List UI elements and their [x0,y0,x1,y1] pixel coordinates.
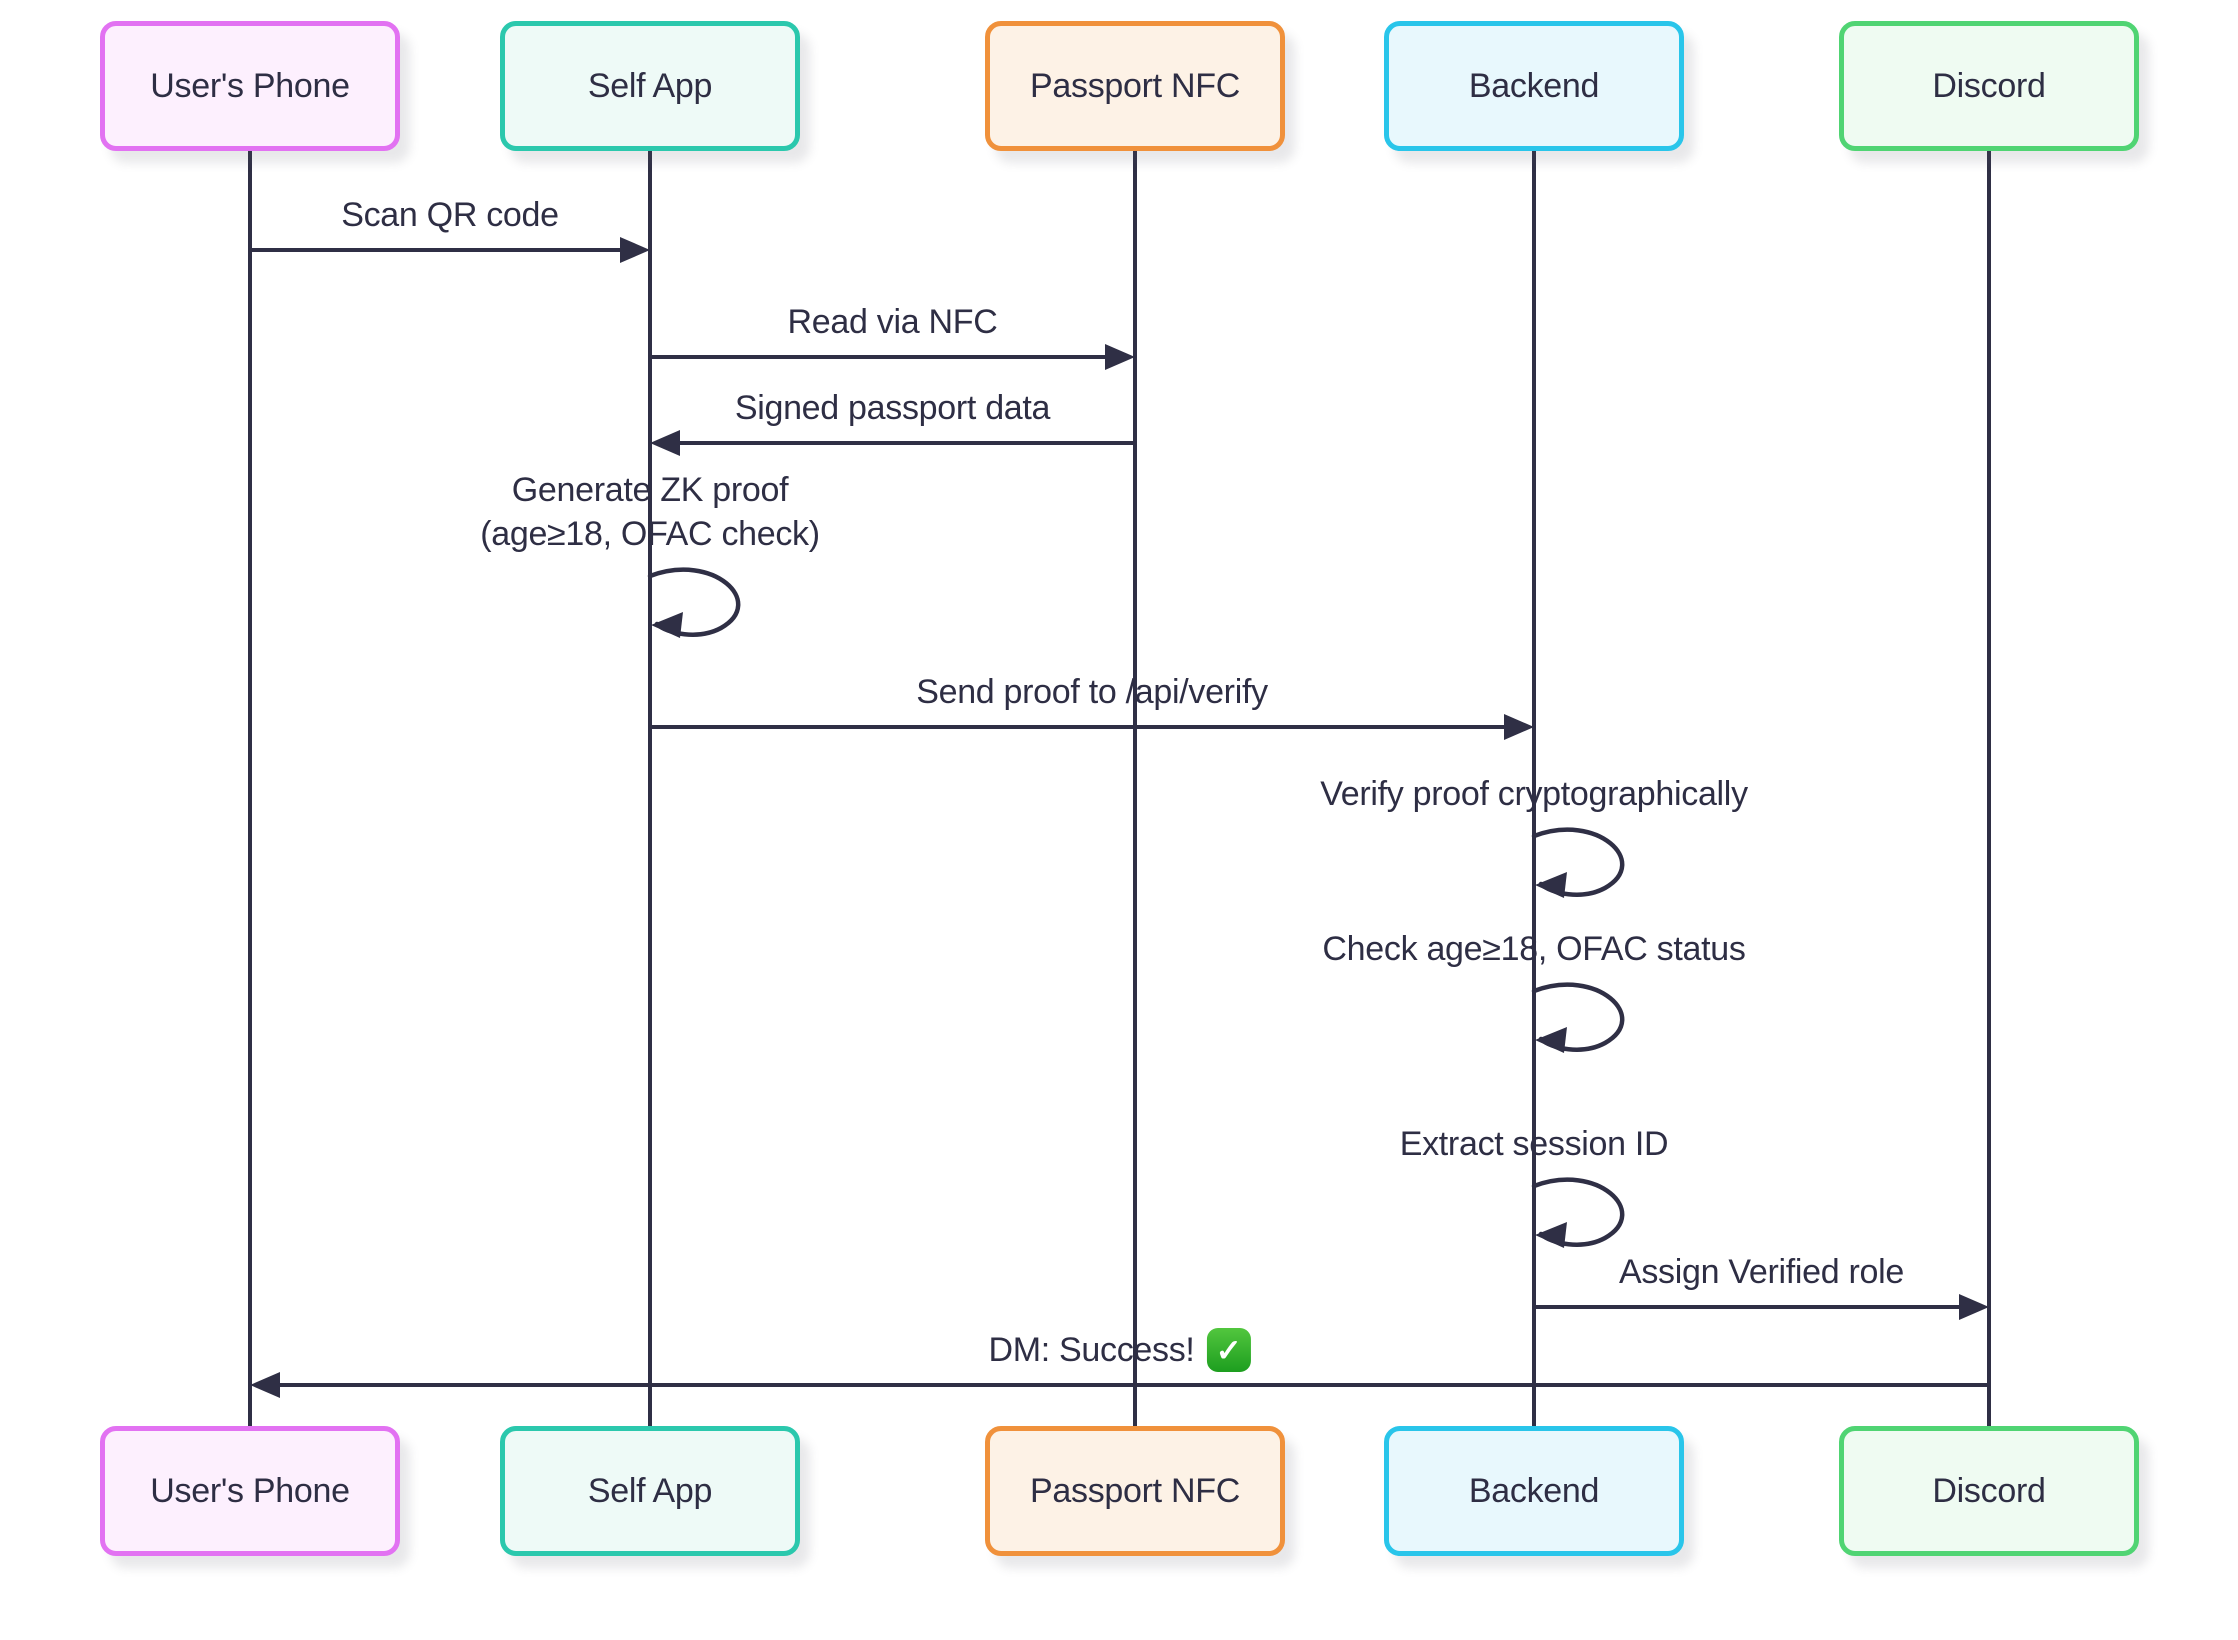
self-message-label-7: Extract session ID [1399,1125,1669,1163]
lifeline-self-app [648,145,652,1432]
actor-box-bottom-backend: Backend [1384,1426,1684,1556]
actor-box-bottom-self-app: Self App [500,1426,800,1556]
actor-label-users-phone: User's Phone [150,66,350,105]
self-message-label-5: Verify proof cryptographically [1320,775,1748,813]
message-label-9: DM: Success! ✓ [988,1328,1251,1372]
lifeline-backend [1532,145,1536,1432]
actor-label-users-phone: User's Phone [150,1471,350,1510]
actor-label-passport-nfc: Passport NFC [1030,66,1240,105]
message-arrowhead-1 [1105,344,1135,370]
actor-box-top-discord: Discord [1839,21,2139,151]
message-text-2: Signed passport data [734,389,1051,427]
message-arrowhead-2 [650,430,680,456]
self-loop-arrow-7 [1531,1177,1625,1248]
actor-label-passport-nfc: Passport NFC [1030,1471,1240,1510]
actor-box-top-users-phone: User's Phone [100,21,400,151]
lifeline-passport-nfc [1133,145,1137,1432]
actor-label-self-app: Self App [587,1471,713,1510]
message-text-4: Send proof to /api/verify [916,673,1268,711]
self-message-label-3: Generate ZK proof (age≥18, OFAC check) [480,471,820,553]
self-loop-arrow-3 [647,567,741,638]
actor-box-top-self-app: Self App [500,21,800,151]
message-label-8: Assign Verified role [1619,1250,1904,1294]
actor-label-self-app: Self App [587,66,713,105]
actor-label-backend: Backend [1468,1471,1600,1510]
message-arrowhead-8 [1959,1294,1989,1320]
check-emoji-badge: ✓ [1206,1328,1251,1372]
message-arrowhead-9 [250,1372,280,1398]
message-arrowhead-0 [620,237,650,263]
actor-label-discord: Discord [1932,66,2046,105]
message-arrow-line-8 [1534,1305,1963,1309]
actor-box-bottom-discord: Discord [1839,1426,2139,1556]
message-text-0: Scan QR code [341,196,559,234]
self-message-label-6: Check age≥18, OFAC status [1322,930,1746,968]
message-arrow-line-4 [650,725,1508,729]
message-label-0: Scan QR code [341,193,559,237]
message-arrow-line-9 [276,1383,1989,1387]
message-label-1: Read via NFC [788,300,998,344]
message-text-8: Assign Verified role [1618,1253,1905,1291]
self-loop-arrow-6 [1531,982,1625,1053]
message-arrow-line-0 [250,248,624,252]
actor-box-bottom-passport-nfc: Passport NFC [985,1426,1285,1556]
message-label-4: Send proof to /api/verify [916,670,1268,714]
message-text-1: Read via NFC [787,303,998,341]
message-arrow-line-2 [676,441,1135,445]
message-arrowhead-4 [1504,714,1534,740]
message-arrow-line-1 [650,355,1109,359]
actor-box-top-passport-nfc: Passport NFC [985,21,1285,151]
actor-label-discord: Discord [1932,1471,2046,1510]
actor-box-bottom-users-phone: User's Phone [100,1426,400,1556]
lifeline-discord [1987,145,1991,1432]
self-loop-arrow-5 [1531,827,1625,898]
actor-label-backend: Backend [1468,66,1600,105]
message-text-9: DM: Success! [988,1331,1195,1369]
actor-box-top-backend: Backend [1384,21,1684,151]
lifeline-users-phone [248,145,252,1432]
message-label-2: Signed passport data [734,386,1051,430]
